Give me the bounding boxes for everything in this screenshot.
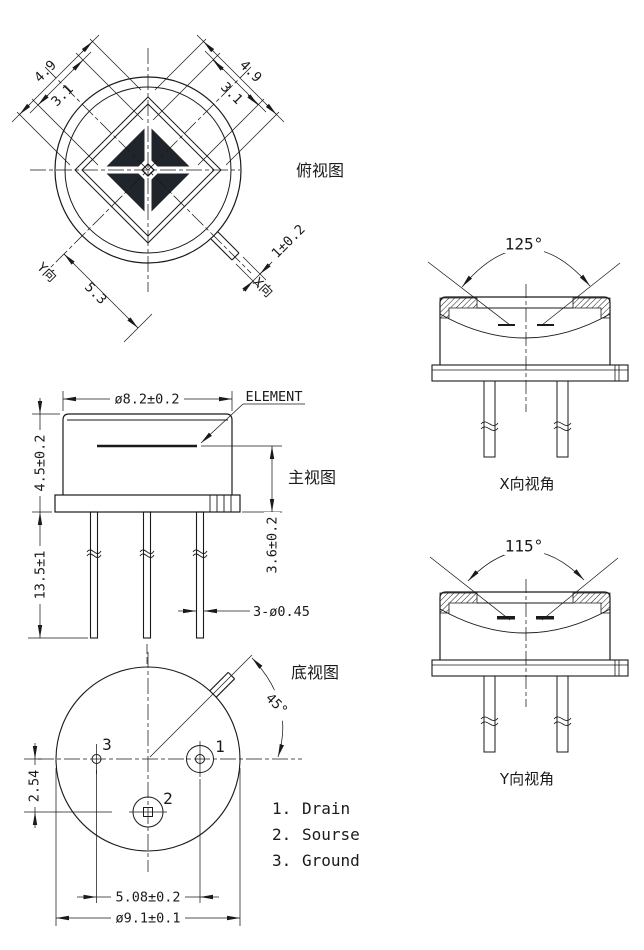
x-angle-dim [427,248,621,326]
cap-outline [62,413,233,495]
legend-1-num: 1. [272,799,291,818]
x-dome-arc [439,313,611,339]
x-pins [480,380,572,458]
dim-tab-width: 1±0.2 [268,221,308,261]
dim-cap-height: 4.5±0.2 [33,435,49,492]
bottom-pin-3 [91,744,102,774]
axis-y-label: Y向 [33,259,60,286]
dim-inner-left: 3.1 [48,81,77,110]
legend-3-name: Ground [302,851,360,870]
dim-outer-right: 4.9 [236,57,265,86]
dim-pin-pitch: 5.08±0.2 [115,890,180,906]
top-view-left-dims [11,34,144,166]
legend-3-num: 3. [272,851,291,870]
x-view-angle: 125° [505,235,544,254]
axis-x-label: X向 [249,274,276,301]
bottom-view-title: 底视图 [291,663,339,682]
pin-legend: 1. Drain 2. Sourse 3. Ground [272,799,360,870]
y-dome-arc [439,608,611,634]
dim-pin-length: 13.5±1 [33,551,49,600]
legend-2-num: 2. [272,825,291,844]
pin1-number: 1 [215,737,225,756]
pin2-number: 2 [163,789,173,808]
x-element-dashes [498,324,554,326]
flange-serrations [209,495,232,512]
y-angle-dim [429,550,619,621]
dim-flange-diameter: ø9.1±0.1 [115,911,180,927]
front-view: ø8.2±0.2 ELEMENT 4.5±0.2 13.5±1 3.6±0.2 … [28,389,336,664]
legend-1-name: Drain [302,799,350,818]
dim-pin-row-offset: 2.54 [27,770,43,803]
case-tab [210,231,240,261]
pin3-number: 3 [102,735,112,754]
dim-offset-53: 5.3 [81,279,110,308]
front-view-title: 主视图 [288,468,336,487]
y-view-title: Y向视角 [499,770,554,788]
x-flange [431,364,629,382]
x-angle-view: 125° X向视角 [427,235,629,493]
y-cap-hatch [439,592,611,614]
x-view-title: X向视角 [499,475,554,493]
dim-cap-diameter: ø8.2±0.2 [114,392,179,408]
flange [54,494,241,513]
dim-inner-right: 3.1 [217,79,246,108]
top-view-tab-dim [235,241,293,292]
dim-outer-left: 4.9 [31,57,60,86]
top-view-right-dims [152,34,285,166]
bottom-pin-1 [186,741,214,777]
top-view-title: 俯视图 [296,161,344,180]
y-flange [431,659,629,677]
legend-2-name: Sourse [302,825,360,844]
bottom-pin-2 [129,796,167,828]
dim-element-height: 3.6±0.2 [265,517,281,574]
bottom-centerlines [38,652,302,872]
top-view: 4.9 3.1 4.9 3.1 5.3 1±0.2 Y向 X向 俯视图 [11,34,344,343]
element-label: ELEMENT [246,389,303,405]
y-angle-view: 115° Y向视角 [429,537,629,788]
top-view-centerlines [30,48,252,292]
dim-pin-diameter: 3-ø0.45 [253,604,310,620]
y-pins [480,675,572,753]
bottom-view: 3 1 2 2.54 45° 5.08±0.2 ø9.1±0.1 底视图 [24,652,339,927]
y-view-angle: 115° [505,537,544,556]
top-view-53-dim [63,253,153,343]
element-leader [200,403,305,444]
x-cap-hatch [439,297,611,319]
front-pins [86,511,208,639]
